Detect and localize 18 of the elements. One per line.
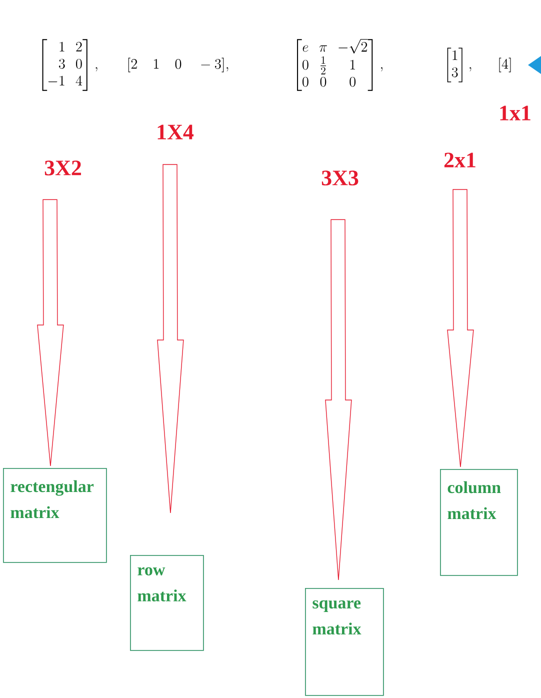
dimension-label: 3X2 bbox=[44, 160, 81, 176]
arrow bbox=[325, 219, 352, 580]
dimension-label: 3X3 bbox=[322, 170, 358, 186]
dimension-label: 2x1 bbox=[444, 152, 476, 168]
arrow bbox=[157, 164, 184, 514]
matrix-type-box: rectengular matrix bbox=[3, 468, 107, 563]
matrix-type-box: square matrix bbox=[305, 588, 384, 696]
matrix-type-box: column matrix bbox=[440, 469, 518, 576]
matrix: $[4]$ bbox=[499, 58, 511, 72]
arrow bbox=[37, 199, 64, 466]
dimension-label: 1X4 bbox=[158, 124, 194, 140]
matrix: $[2\quad 1\quad 0\quad -3],$ bbox=[128, 58, 228, 72]
arrow bbox=[447, 189, 474, 468]
matrix-type-box: row matrix bbox=[130, 555, 204, 651]
matrix: $\begin{bmatrix}e & \pi & -\sqrt{2}\\ 0 & \frac{1}{2} & 1\\ 0 & 0 & 0\end{bmatrix},$ bbox=[297, 39, 383, 91]
matrix: $\begin{bmatrix}\phantom{-}1 & 2\\ \phantom{-}3 & 0\\ -1 & 4\end{bmatrix},$ bbox=[42, 39, 98, 91]
dimension-label: 1x1 bbox=[500, 106, 530, 120]
matrix: $\begin{bmatrix}1\\ 3\end{bmatrix},$ bbox=[447, 48, 472, 82]
